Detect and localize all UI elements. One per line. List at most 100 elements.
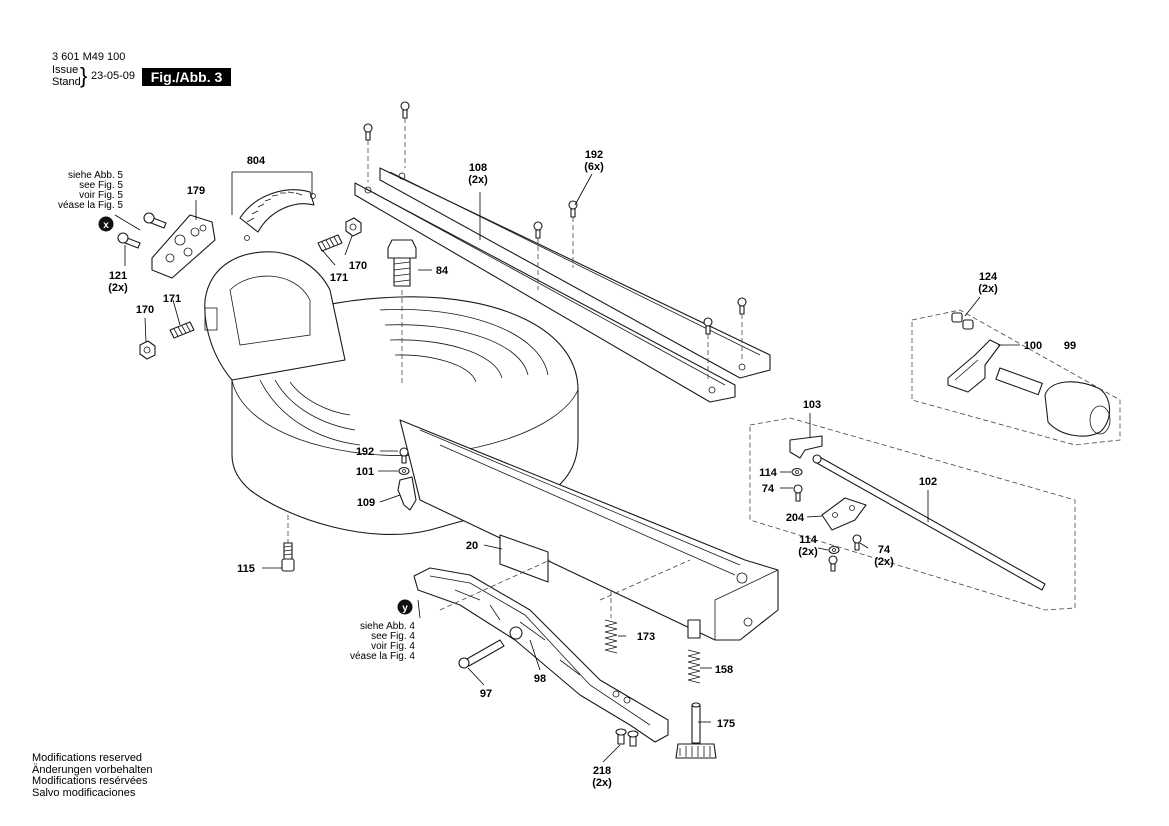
screw-192-lock — [399, 447, 409, 464]
cover-plate — [151, 214, 216, 279]
label-114-upper: 114 — [759, 467, 778, 479]
rod-group-outline — [749, 417, 1076, 611]
screw-192-e — [737, 297, 747, 315]
screw-192-b — [363, 123, 373, 141]
screws-218 — [615, 728, 639, 747]
part-number: 3 601 M49 100 — [52, 51, 126, 63]
brace-glyph: } — [80, 63, 88, 88]
set-screw-171-upper — [317, 234, 343, 252]
label-124: 124 — [979, 271, 998, 283]
notice-line-de: Änderungen vorbehalten — [32, 763, 153, 776]
spring-173 — [604, 590, 618, 654]
label-171-lower: 171 — [163, 293, 181, 305]
issue-label: Issue — [52, 64, 79, 76]
label-175: 175 — [717, 718, 735, 730]
callout-x: x siehe Abb. 5 see Fig. 5 voir Fig. 5 vé… — [58, 170, 123, 232]
leader-lines — [114, 171, 1020, 763]
label-218: 218 — [593, 765, 611, 777]
knob-group-outline — [911, 309, 1121, 446]
screw-192-d — [533, 221, 543, 239]
label-74-lower: 74 — [878, 544, 891, 556]
set-screw-171-lower — [169, 321, 195, 339]
label-100: 100 — [1024, 340, 1042, 352]
label-204: 204 — [786, 512, 805, 524]
label-99: 99 — [1064, 340, 1076, 352]
modifications-notice: Modifications reserved Änderungen vorbeh… — [32, 752, 153, 799]
callout-y-line-4: véase la Fig. 4 — [350, 651, 415, 662]
bolt-84 — [387, 239, 417, 385]
figure-label: Fig./Abb. 3 — [142, 68, 231, 86]
callout-y: y siehe Abb. 4 see Fig. 4 voir Fig. 4 vé… — [350, 599, 415, 662]
label-173: 173 — [637, 631, 655, 643]
label-84: 84 — [436, 265, 449, 277]
washer-114-b — [828, 545, 840, 555]
callout-y-line-2: see Fig. 4 — [371, 631, 415, 642]
label-114-lower: 114 — [799, 534, 818, 546]
callout-x-line-1: siehe Abb. 5 — [68, 170, 123, 181]
washer-101 — [398, 466, 410, 476]
label-97: 97 — [480, 688, 492, 700]
lock-109 — [397, 476, 417, 511]
label-74-upper: 74 — [762, 483, 775, 495]
saw-base-body — [204, 251, 779, 641]
label-114-lower-qty: (2x) — [798, 546, 818, 558]
label-121: 121 — [109, 270, 127, 282]
label-121-qty: (2x) — [108, 282, 128, 294]
label-192-fence: 192 — [585, 149, 603, 161]
foot-screw-175 — [675, 702, 717, 759]
label-108-qty: (2x) — [468, 174, 488, 186]
screw-74-a — [793, 484, 803, 502]
label-103: 103 — [803, 399, 821, 411]
label-20: 20 — [466, 540, 478, 552]
label-74-lower-qty: (2x) — [874, 556, 894, 568]
callout-x-marker: x — [103, 220, 109, 231]
screw-74-c — [852, 534, 862, 551]
callout-y-line-1: siehe Abb. 4 — [360, 621, 415, 632]
knob-99 — [995, 367, 1111, 437]
notice-line-en: Modifications reserved — [32, 752, 143, 764]
label-109: 109 — [357, 497, 375, 509]
label-102: 102 — [919, 476, 937, 488]
bracket-100 — [947, 339, 1001, 393]
label-218-qty: (2x) — [592, 777, 612, 789]
screws-192 — [363, 101, 747, 380]
callout-x-line-4: véase la Fig. 5 — [58, 200, 123, 211]
callout-y-marker: y — [402, 603, 408, 614]
nut-170-upper — [345, 217, 362, 237]
washer-114-a — [791, 467, 803, 477]
label-804: 804 — [247, 155, 266, 167]
miter-scale — [239, 189, 316, 241]
spring-158 — [687, 649, 701, 684]
pin-97 — [458, 639, 505, 669]
notice-line-fr: Modifications resérvées — [32, 775, 148, 787]
label-192-lock: 192 — [356, 446, 374, 458]
notice-line-es: Salvo modificaciones — [32, 786, 136, 799]
screw-74-b — [828, 555, 838, 572]
label-170-upper: 170 — [349, 260, 367, 272]
screw-115 — [281, 515, 295, 572]
nuts-124 — [951, 312, 974, 330]
part-labels: 804 179 108 (2x) 192 (6x) 121 (2x) 171 1… — [108, 149, 1076, 789]
label-170-lower: 170 — [136, 304, 154, 316]
callout-x-line-3: voir Fig. 5 — [79, 190, 123, 201]
callout-x-line-2: see Fig. 5 — [79, 180, 123, 191]
screws-121 — [117, 212, 167, 249]
clip-103 — [789, 435, 823, 459]
callout-y-line-3: voir Fig. 4 — [371, 641, 415, 652]
issue-date: 23-05-09 — [91, 70, 136, 82]
nut-170-lower — [139, 340, 156, 360]
label-101: 101 — [356, 466, 374, 478]
screw-192-a — [400, 101, 410, 119]
handle-arm-98 — [413, 567, 669, 743]
label-124-qty: (2x) — [978, 283, 998, 295]
label-115: 115 — [237, 563, 255, 575]
label-158: 158 — [715, 664, 733, 676]
label-108: 108 — [469, 162, 487, 174]
label-192-fence-qty: (6x) — [584, 161, 604, 173]
label-171-upper: 171 — [330, 272, 348, 284]
rod-102 — [812, 454, 1046, 591]
stand-label: Stand — [52, 76, 81, 88]
label-98: 98 — [534, 673, 546, 685]
label-179: 179 — [187, 185, 205, 197]
plate-204 — [821, 497, 867, 531]
